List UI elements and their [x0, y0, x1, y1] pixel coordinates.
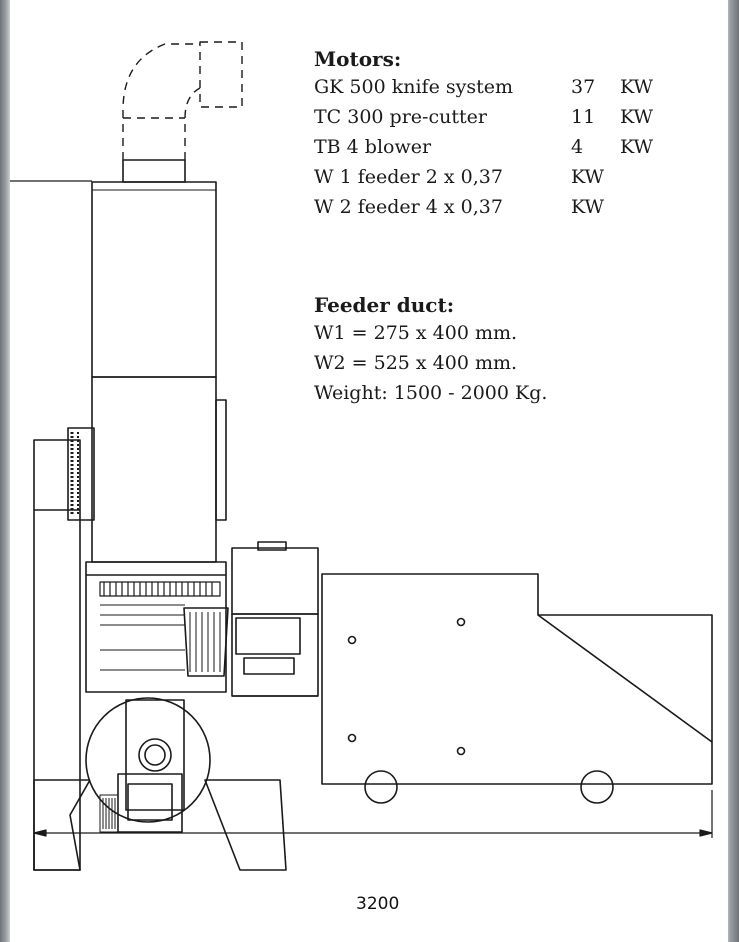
motor-row: TB 4 blower 4 KW	[314, 132, 714, 162]
gear-wheel	[67, 427, 95, 521]
motor-power: 11	[571, 106, 596, 128]
motor-row: W 2 feeder 4 x 0,37 KW	[314, 192, 714, 222]
motor-power: 37	[571, 76, 596, 98]
motors-heading: Motors:	[314, 47, 402, 71]
motor-row: GK 500 knife system 37 KW	[314, 72, 714, 102]
feeder-wheels	[364, 770, 614, 804]
leg-left	[33, 779, 91, 871]
exhaust-pipe-dashed	[122, 41, 243, 160]
motor-row: W 1 feeder 2 x 0,37 KW	[314, 162, 714, 192]
hopper-upper	[91, 181, 217, 378]
dimension-line	[33, 790, 713, 870]
feeder-duct-line: Weight: 1500 - 2000 Kg.	[314, 382, 548, 404]
motor-power: 4	[571, 136, 584, 158]
drawing-sheet	[10, 0, 728, 942]
knife-teeth	[99, 581, 221, 597]
cutter-frame	[85, 561, 227, 693]
hopper-middle	[91, 376, 217, 563]
side-plate	[215, 399, 227, 521]
motor-unit: KW	[620, 136, 654, 158]
motor-unit: KW	[620, 76, 654, 98]
motor-round	[85, 697, 211, 823]
motor-name: W 2 feeder 4 x 0,37	[314, 196, 503, 218]
feeder-duct-line: W1 = 275 x 400 mm.	[314, 322, 518, 344]
motor-name: TC 300 pre-cutter	[314, 106, 487, 128]
motor-unit: KW	[571, 166, 605, 188]
feeder-duct-spec: Feeder duct: W1 = 275 x 400 mm. W2 = 525…	[314, 292, 714, 408]
feeder-body	[321, 573, 713, 785]
feeder-duct-line: W2 = 525 x 400 mm.	[314, 352, 518, 374]
leg-right	[204, 779, 287, 871]
feeder-duct-heading: Feeder duct:	[314, 293, 455, 317]
chimney-cap	[122, 159, 186, 183]
cone-filter	[183, 607, 229, 677]
motor-name: TB 4 blower	[314, 136, 432, 158]
motor-name: GK 500 knife system	[314, 76, 513, 98]
motor-row: TC 300 pre-cutter 11 KW	[314, 102, 714, 132]
motor-unit: KW	[620, 106, 654, 128]
motor-name: W 1 feeder 2 x 0,37	[314, 166, 503, 188]
width-dimension-label: 3200	[356, 894, 400, 914]
blower-housing	[231, 547, 319, 615]
motor-unit: KW	[571, 196, 605, 218]
